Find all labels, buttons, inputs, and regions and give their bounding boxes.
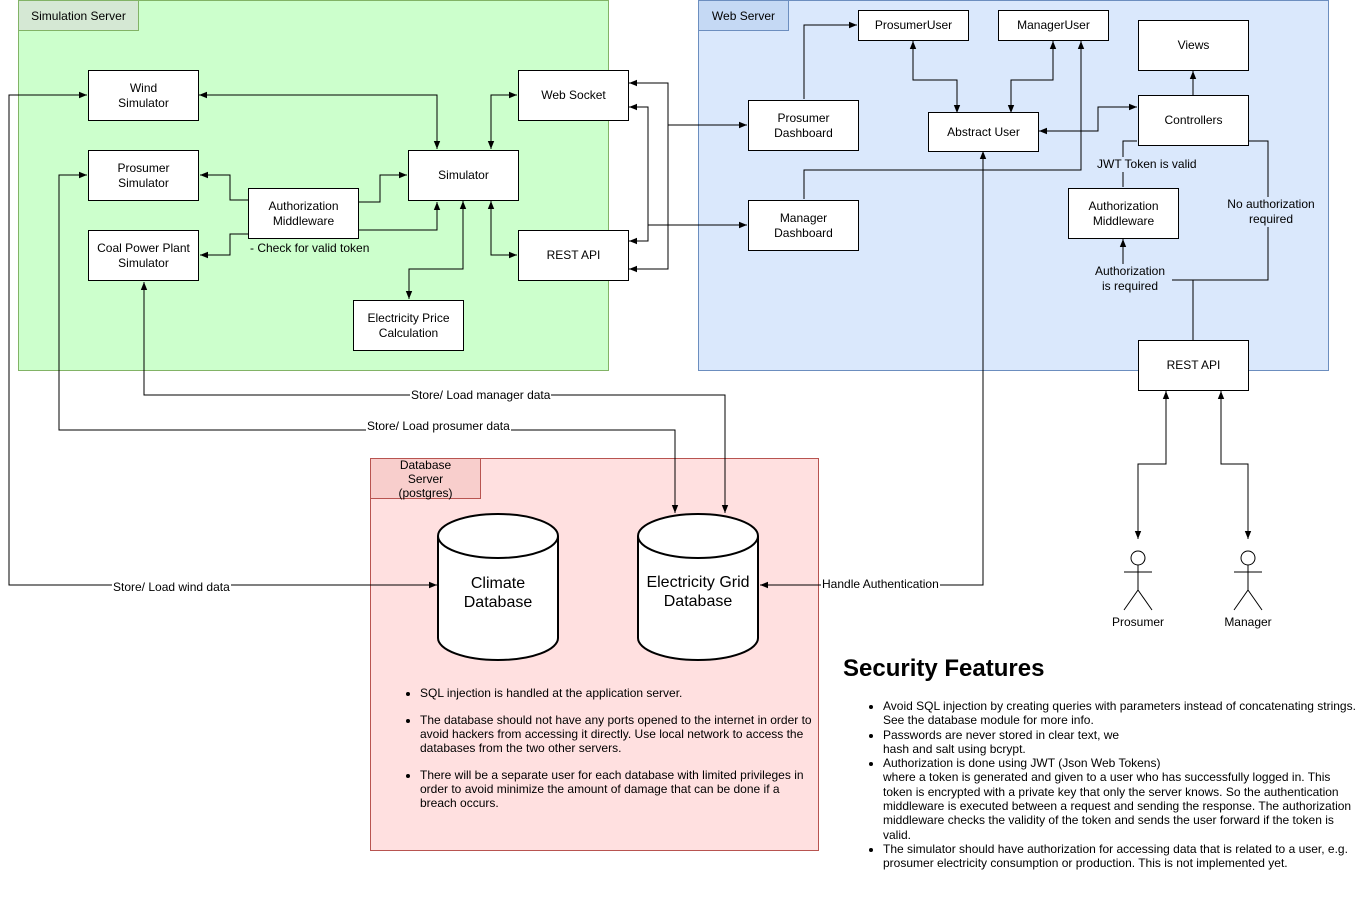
prosumer-simulator-box: Prosumer Simulator [88, 150, 199, 201]
grid-database-top [637, 513, 759, 559]
security-feature-item: Passwords are never stored in clear text… [883, 728, 1359, 757]
rest-api-sim-box: REST API [518, 230, 629, 281]
climate-database-top [437, 513, 559, 559]
abstract-user-box: Abstract User [928, 112, 1039, 152]
security-feature-item: The simulator should have authorization … [883, 842, 1359, 871]
store-wind-data-label: Store/ Load wind data [112, 580, 231, 595]
store-prosumer-data-label: Store/ Load prosumer data [366, 419, 511, 434]
manager-actor-label: Manager [1224, 615, 1272, 629]
wind-simulator-box: Wind Simulator [88, 70, 199, 121]
security-features-title: Security Features [843, 655, 1045, 682]
database-note: There will be a separate user for each d… [420, 768, 812, 810]
database-cylinders [437, 513, 759, 661]
coal-power-plant-simulator-box: Coal Power Plant Simulator [88, 230, 199, 281]
grid-database-shape [637, 536, 759, 661]
check-token-label: - Check for valid token [250, 241, 370, 255]
prosumer-user-box: ProsumerUser [858, 10, 969, 41]
jwt-valid-label: JWT Token is valid [1096, 157, 1198, 172]
web-server-title: Web Server [699, 1, 789, 31]
database-note: The database should not have any ports o… [420, 713, 812, 755]
security-feature-item: Avoid SQL injection by creating queries … [883, 699, 1359, 728]
electricity-price-calculation-box: Electricity Price Calculation [353, 300, 464, 351]
prosumer-actor-figure [1123, 550, 1153, 611]
electricity-grid-database-label: Electricity Grid Database [646, 574, 750, 610]
database-note: SQL injection is handled at the applicat… [420, 686, 812, 700]
prosumer-actor-label: Prosumer [1111, 615, 1164, 629]
authorization-middleware-sim-box: Authorization Middleware [248, 188, 359, 239]
prosumer-dashboard-box: Prosumer Dashboard [748, 100, 859, 151]
security-feature-item: Authorization is done using JWT (Json We… [883, 756, 1359, 842]
climate-database-shape [437, 536, 559, 661]
authorization-required-label: Authorization is required [1088, 264, 1172, 294]
security-features-list: Avoid SQL injection by creating queries … [871, 699, 1359, 871]
handle-authentication-label: Handle Authentication [821, 577, 940, 592]
simulation-server-title: Simulation Server [19, 1, 139, 31]
views-box: Views [1138, 20, 1249, 71]
rest-api-web-box: REST API [1138, 340, 1249, 391]
manager-user-box: ManagerUser [998, 10, 1109, 41]
no-authorization-label: No authorization required [1222, 197, 1320, 227]
manager-dashboard-box: Manager Dashboard [748, 200, 859, 251]
store-manager-data-label: Store/ Load manager data [410, 388, 552, 403]
climate-database-label: Climate Database [463, 575, 533, 611]
controllers-box: Controllers [1138, 95, 1249, 146]
authorization-middleware-web-box: Authorization Middleware [1068, 188, 1179, 239]
simulator-box: Simulator [408, 150, 519, 201]
web-socket-box: Web Socket [518, 70, 629, 121]
manager-actor-figure [1233, 550, 1263, 611]
database-notes-list: SQL injection is handled at the applicat… [408, 686, 812, 823]
